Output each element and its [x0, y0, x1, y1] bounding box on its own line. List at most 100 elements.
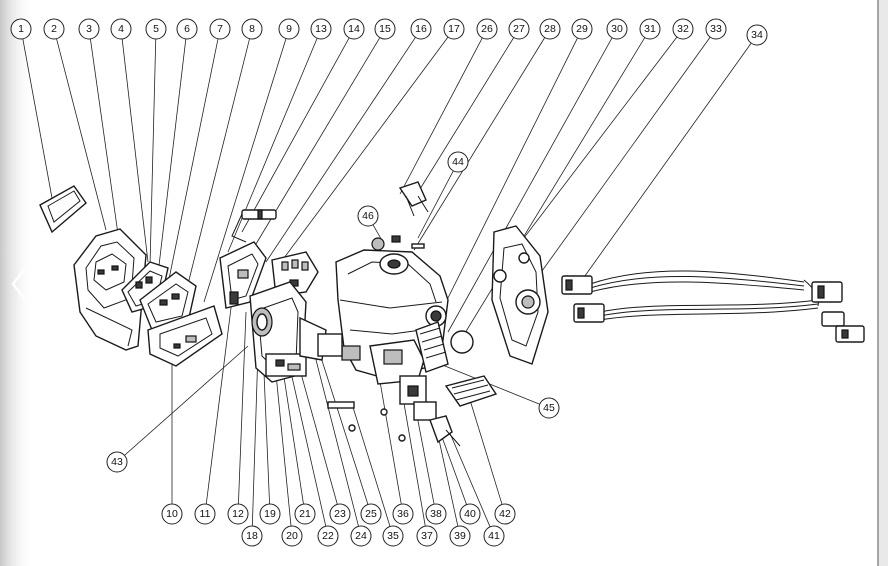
callout-label: 2 — [51, 23, 57, 35]
callout-circle — [459, 503, 481, 525]
callout-circle — [343, 18, 365, 40]
callout-circle — [705, 18, 727, 40]
callout-circle — [476, 18, 498, 40]
callout-circle — [425, 503, 447, 525]
leader-line-24 — [313, 351, 359, 527]
callout-label: 19 — [264, 508, 276, 520]
leader-line-1 — [22, 38, 53, 199]
leader-line-31 — [461, 37, 646, 339]
leader-line-42 — [469, 399, 503, 505]
callout-label: 43 — [111, 456, 123, 468]
callout-16: 16 — [410, 18, 432, 40]
callout-19: 19 — [259, 503, 281, 525]
callout-41: 41 — [483, 525, 505, 547]
leader-line-15 — [255, 37, 381, 245]
callout-label: 6 — [184, 23, 190, 35]
callout-circle — [10, 18, 32, 40]
callout-label: 34 — [751, 29, 763, 41]
callout-circle — [494, 503, 516, 525]
callout-44: 44 — [447, 151, 469, 173]
part-keypad-panel — [39, 185, 87, 234]
callout-circle — [317, 525, 339, 547]
part-pump-assembly — [249, 281, 327, 383]
leader-line-7 — [167, 38, 219, 285]
callout-circle — [241, 525, 263, 547]
callout-label: 42 — [499, 508, 511, 520]
callout-39: 39 — [449, 525, 471, 547]
callout-label: 3 — [86, 23, 92, 35]
callout-circle — [447, 151, 469, 173]
callout-45: 45 — [538, 397, 560, 419]
callout-circle — [392, 503, 414, 525]
callout-circle — [176, 18, 198, 40]
callout-circle — [209, 18, 231, 40]
callout-label: 9 — [286, 23, 292, 35]
callout-circle — [241, 18, 263, 40]
callout-label: 36 — [397, 508, 409, 520]
leader-line-25 — [317, 347, 369, 505]
callout-23: 23 — [329, 503, 351, 525]
callout-25: 25 — [360, 503, 382, 525]
leader-line-43 — [124, 345, 249, 456]
part-sensor-probe — [231, 209, 277, 243]
callout-33: 33 — [705, 18, 727, 40]
leader-line-36 — [377, 369, 402, 505]
callout-circle — [360, 503, 382, 525]
callout-circle — [483, 525, 505, 547]
callout-circle — [281, 525, 303, 547]
callout-label: 14 — [348, 23, 360, 35]
callout-label: 39 — [454, 530, 466, 542]
callout-label: 31 — [644, 23, 656, 35]
callout-label: 4 — [118, 23, 124, 35]
callout-32: 32 — [672, 18, 694, 40]
callout-30: 30 — [606, 18, 628, 40]
callout-4: 4 — [110, 18, 132, 40]
leader-line-26 — [399, 37, 483, 195]
leader-line-18 — [251, 349, 259, 527]
callout-circle — [538, 397, 560, 419]
callout-label: 1 — [18, 23, 24, 35]
callout-circle — [357, 205, 379, 227]
callout-circle — [278, 18, 300, 40]
callout-circle — [78, 18, 100, 40]
callout-circle — [410, 18, 432, 40]
part-power-board — [219, 241, 267, 309]
leader-line-35 — [351, 403, 391, 527]
callout-circle — [310, 18, 332, 40]
callout-43: 43 — [106, 451, 128, 473]
leader-line-27 — [411, 37, 515, 203]
callout-label: 30 — [611, 23, 623, 35]
callout-label: 21 — [299, 508, 311, 520]
callout-34: 34 — [746, 24, 768, 46]
callout-46: 46 — [357, 205, 379, 227]
callout-circle — [294, 503, 316, 525]
leader-line-22 — [289, 367, 327, 527]
part-main-board — [147, 305, 223, 367]
callout-13: 13 — [310, 18, 332, 40]
callout-label: 16 — [415, 23, 427, 35]
callout-label: 23 — [334, 508, 346, 520]
callout-11: 11 — [194, 503, 216, 525]
part-side-bracket — [491, 225, 549, 365]
callout-circle — [259, 503, 281, 525]
callout-36: 36 — [392, 503, 414, 525]
callout-26: 26 — [476, 18, 498, 40]
callout-label: 33 — [710, 23, 722, 35]
callout-22: 22 — [317, 525, 339, 547]
callout-circle — [746, 24, 768, 46]
leader-line-41 — [445, 423, 491, 527]
callout-label: 5 — [153, 23, 159, 35]
part-cable-harness — [561, 270, 865, 343]
callout-label: 46 — [362, 210, 374, 222]
callout-2: 2 — [43, 18, 65, 40]
callout-circle — [227, 503, 249, 525]
leader-line-39 — [435, 425, 459, 527]
callout-circle — [672, 18, 694, 40]
callout-label: 20 — [286, 530, 298, 542]
leader-line-28 — [413, 37, 546, 251]
gallery-prev-arrow-icon[interactable] — [0, 258, 34, 310]
callout-circle — [350, 525, 372, 547]
callout-label: 22 — [322, 530, 334, 542]
leader-line-44 — [417, 170, 454, 239]
